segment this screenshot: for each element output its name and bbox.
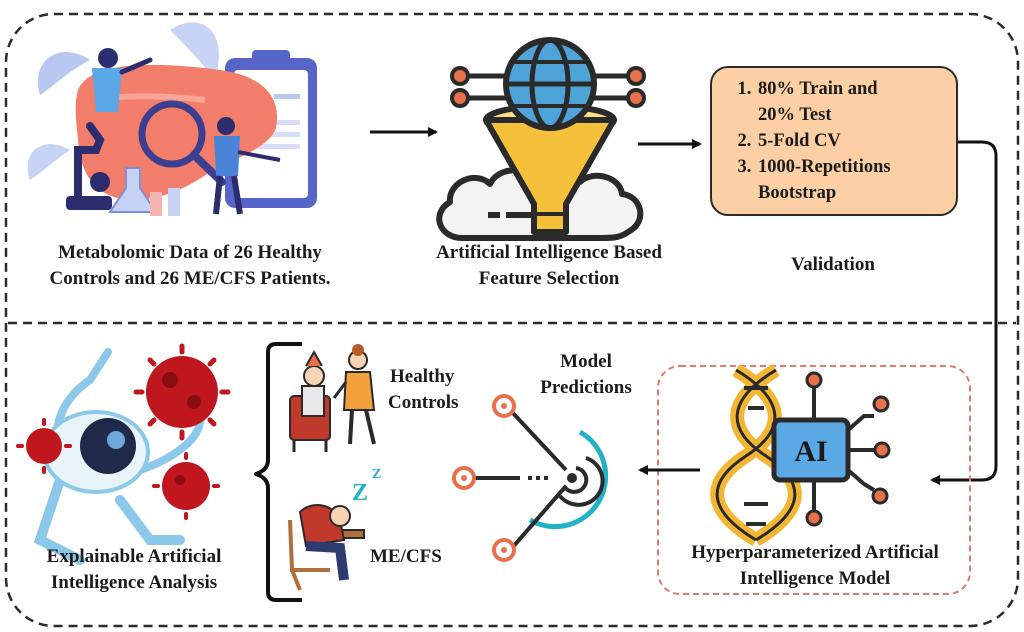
- validation-box: 80% Train and 20% Test 5-Fold CV 1000-Re…: [710, 66, 958, 216]
- ai-chip-badge: AI: [794, 435, 827, 468]
- metabolomic-data-label-line1: Metabolomic Data of 26 Healthy: [58, 242, 322, 263]
- healthy-controls-icon: [289, 344, 376, 452]
- class-healthy-line1: Healthy: [390, 366, 455, 387]
- ai-model-label-line2: Intelligence Model: [740, 568, 890, 589]
- validation-list: 80% Train and 20% Test 5-Fold CV 1000-Re…: [712, 68, 956, 206]
- validation-item-1-line1: 80% Train and: [758, 79, 878, 99]
- validation-item-1-line2: 20% Test: [758, 105, 832, 125]
- me-cfs-patient-icon: Z Z: [288, 467, 381, 591]
- validation-item-train-test: 80% Train and 20% Test: [756, 76, 956, 128]
- validation-item-3-line2: Bootstrap: [758, 183, 837, 203]
- arrow-validation-to-model: [930, 140, 998, 485]
- predictions-title-line1: Model: [560, 351, 612, 372]
- virus-large-icon: [133, 343, 231, 441]
- ai-model-label-line1: Hyperparameterized Artificial: [691, 542, 938, 563]
- outer-dashed-frame: [4, 12, 1020, 628]
- validation-item-kfold: 5-Fold CV: [756, 128, 956, 154]
- validation-item-2-line1: 5-Fold CV: [758, 131, 841, 151]
- xai-label-line2: Intelligence Analysis: [51, 572, 217, 593]
- prediction-target-icon: [452, 394, 609, 562]
- ai-model-dashed-box: [657, 365, 971, 595]
- dna-ai-chip-icon: AI: [710, 363, 891, 547]
- validation-title: Validation: [791, 254, 875, 275]
- xai-robot-virus-icon: [16, 343, 231, 565]
- feature-selection-label-line2: Feature Selection: [479, 268, 620, 289]
- class-brace: [254, 342, 302, 602]
- validation-item-bootstrap: 1000-Repetitions Bootstrap: [756, 154, 956, 206]
- class-healthy-line2: Controls: [388, 392, 458, 413]
- class-mecfs: ME/CFS: [370, 546, 442, 567]
- metabolomic-data-label-line2: Controls and 26 ME/CFS Patients.: [50, 268, 331, 289]
- sleep-z-small: Z: [372, 467, 381, 482]
- xai-label-line1: Explainable Artificial: [47, 546, 222, 567]
- metabolomics-illustration-icon: [27, 22, 317, 216]
- sleep-z-large: Z: [352, 480, 368, 506]
- predictions-title-line2: Predictions: [540, 377, 631, 398]
- virus-small-right-icon: [152, 452, 220, 520]
- validation-item-3-line1: 1000-Repetitions: [758, 157, 891, 177]
- feature-selection-label-line1: Artificial Intelligence Based: [436, 242, 662, 263]
- virus-small-left-icon: [16, 418, 72, 474]
- feature-selection-icon: [436, 37, 646, 241]
